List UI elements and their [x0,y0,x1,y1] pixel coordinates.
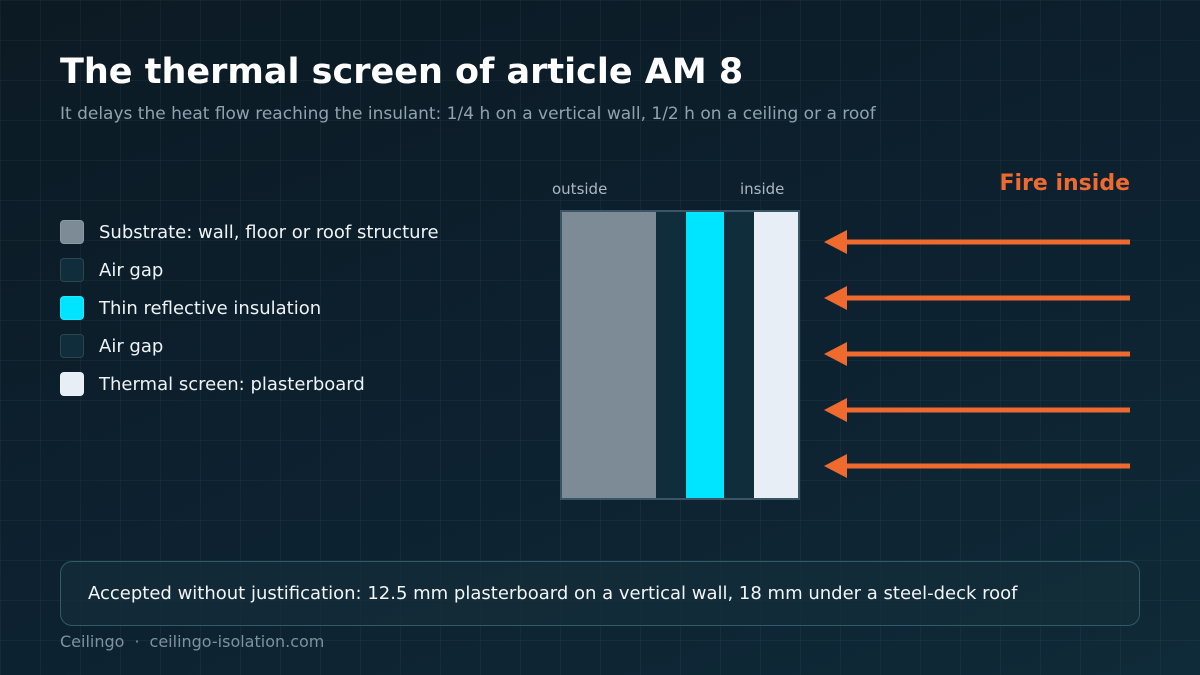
legend-item-plasterboard: Thermal screen: plasterboard [60,365,439,403]
layer-plasterboard [754,212,798,498]
layer-reflective-insulation [686,212,724,498]
legend-label: Air gap [99,259,164,281]
note-text: Accepted without justification: 12.5 mm … [88,583,1018,604]
heat-arrow [824,398,1130,422]
swatch-plasterboard [60,372,84,396]
heat-arrow [824,342,1130,366]
legend-item-substrate: Substrate: wall, floor or roof structure [60,213,439,251]
legend-label: Air gap [99,335,164,357]
legend-item-air-gap-outer: Air gap [60,251,439,289]
legend-label: Thin reflective insulation [99,297,322,319]
heat-arrow [824,454,1130,478]
swatch-reflective-insulation [60,296,84,320]
inside-label: inside [740,180,785,198]
heat-arrow [824,286,1130,310]
note-box: Accepted without justification: 12.5 mm … [60,561,1140,626]
legend-label: Thermal screen: plasterboard [99,373,365,395]
heat-arrow [824,230,1130,254]
swatch-air-gap [60,334,84,358]
layer-legend: Substrate: wall, floor or roof structure… [60,213,439,403]
outside-label: outside [552,180,608,198]
legend-item-air-gap-inner: Air gap [60,327,439,365]
layer-air-gap-outer [656,212,686,498]
footer: Ceilingo · ceilingo-isolation.com [60,632,324,651]
heat-flow-arrows [824,230,1130,478]
page-subtitle: It delays the heat flow reaching the ins… [60,104,876,124]
legend-label: Substrate: wall, floor or roof structure [99,221,439,243]
footer-separator: · [134,632,140,651]
page-title: The thermal screen of article AM 8 [60,52,744,92]
layer-air-gap-inner [724,212,754,498]
footer-site-link[interactable]: ceilingo-isolation.com [149,632,325,651]
swatch-substrate [60,220,84,244]
wall-cross-section [560,210,800,500]
fire-inside-label: Fire inside [999,171,1130,196]
layer-substrate [562,212,656,498]
footer-brand: Ceilingo [60,632,125,651]
legend-item-reflective-insulation: Thin reflective insulation [60,289,439,327]
swatch-air-gap [60,258,84,282]
